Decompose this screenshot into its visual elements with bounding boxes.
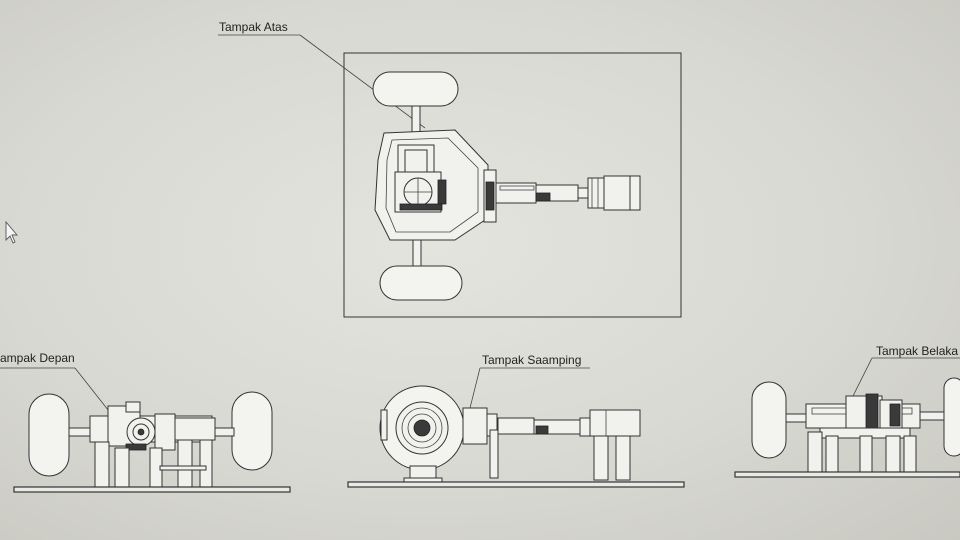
front-base-plate [13,486,291,493]
top-drive-shaft [495,175,641,211]
rear-view: Tampak Belaka [734,344,960,478]
rear-view-label: Tampak Belaka [876,344,958,358]
front-wheel-right [231,391,273,471]
side-view-label: Tampak Saamping [482,353,581,367]
top-view-label: Tampak Atas [219,20,288,34]
mouse-cursor-icon [5,220,18,244]
rear-wheel-right [943,377,960,457]
rear-wheel-left [751,381,787,459]
top-wheel-lower [379,265,463,301]
front-view-label: ampak Depan [0,351,75,365]
front-view-leader [74,367,113,416]
front-wheel-left [28,393,70,477]
rear-base-plate [734,471,960,478]
rear-view-leader [849,357,873,403]
side-view: Tampak Saamping [347,353,685,488]
side-base-plate [347,481,685,488]
top-wheel-upper [372,71,459,107]
side-view-leader [469,367,481,409]
top-view-frame [343,52,682,318]
top-view: Tampak Atas [218,20,682,318]
top-view-leader [299,34,426,129]
front-view: ampak Depan [0,351,291,493]
top-differential-housing [374,129,497,241]
